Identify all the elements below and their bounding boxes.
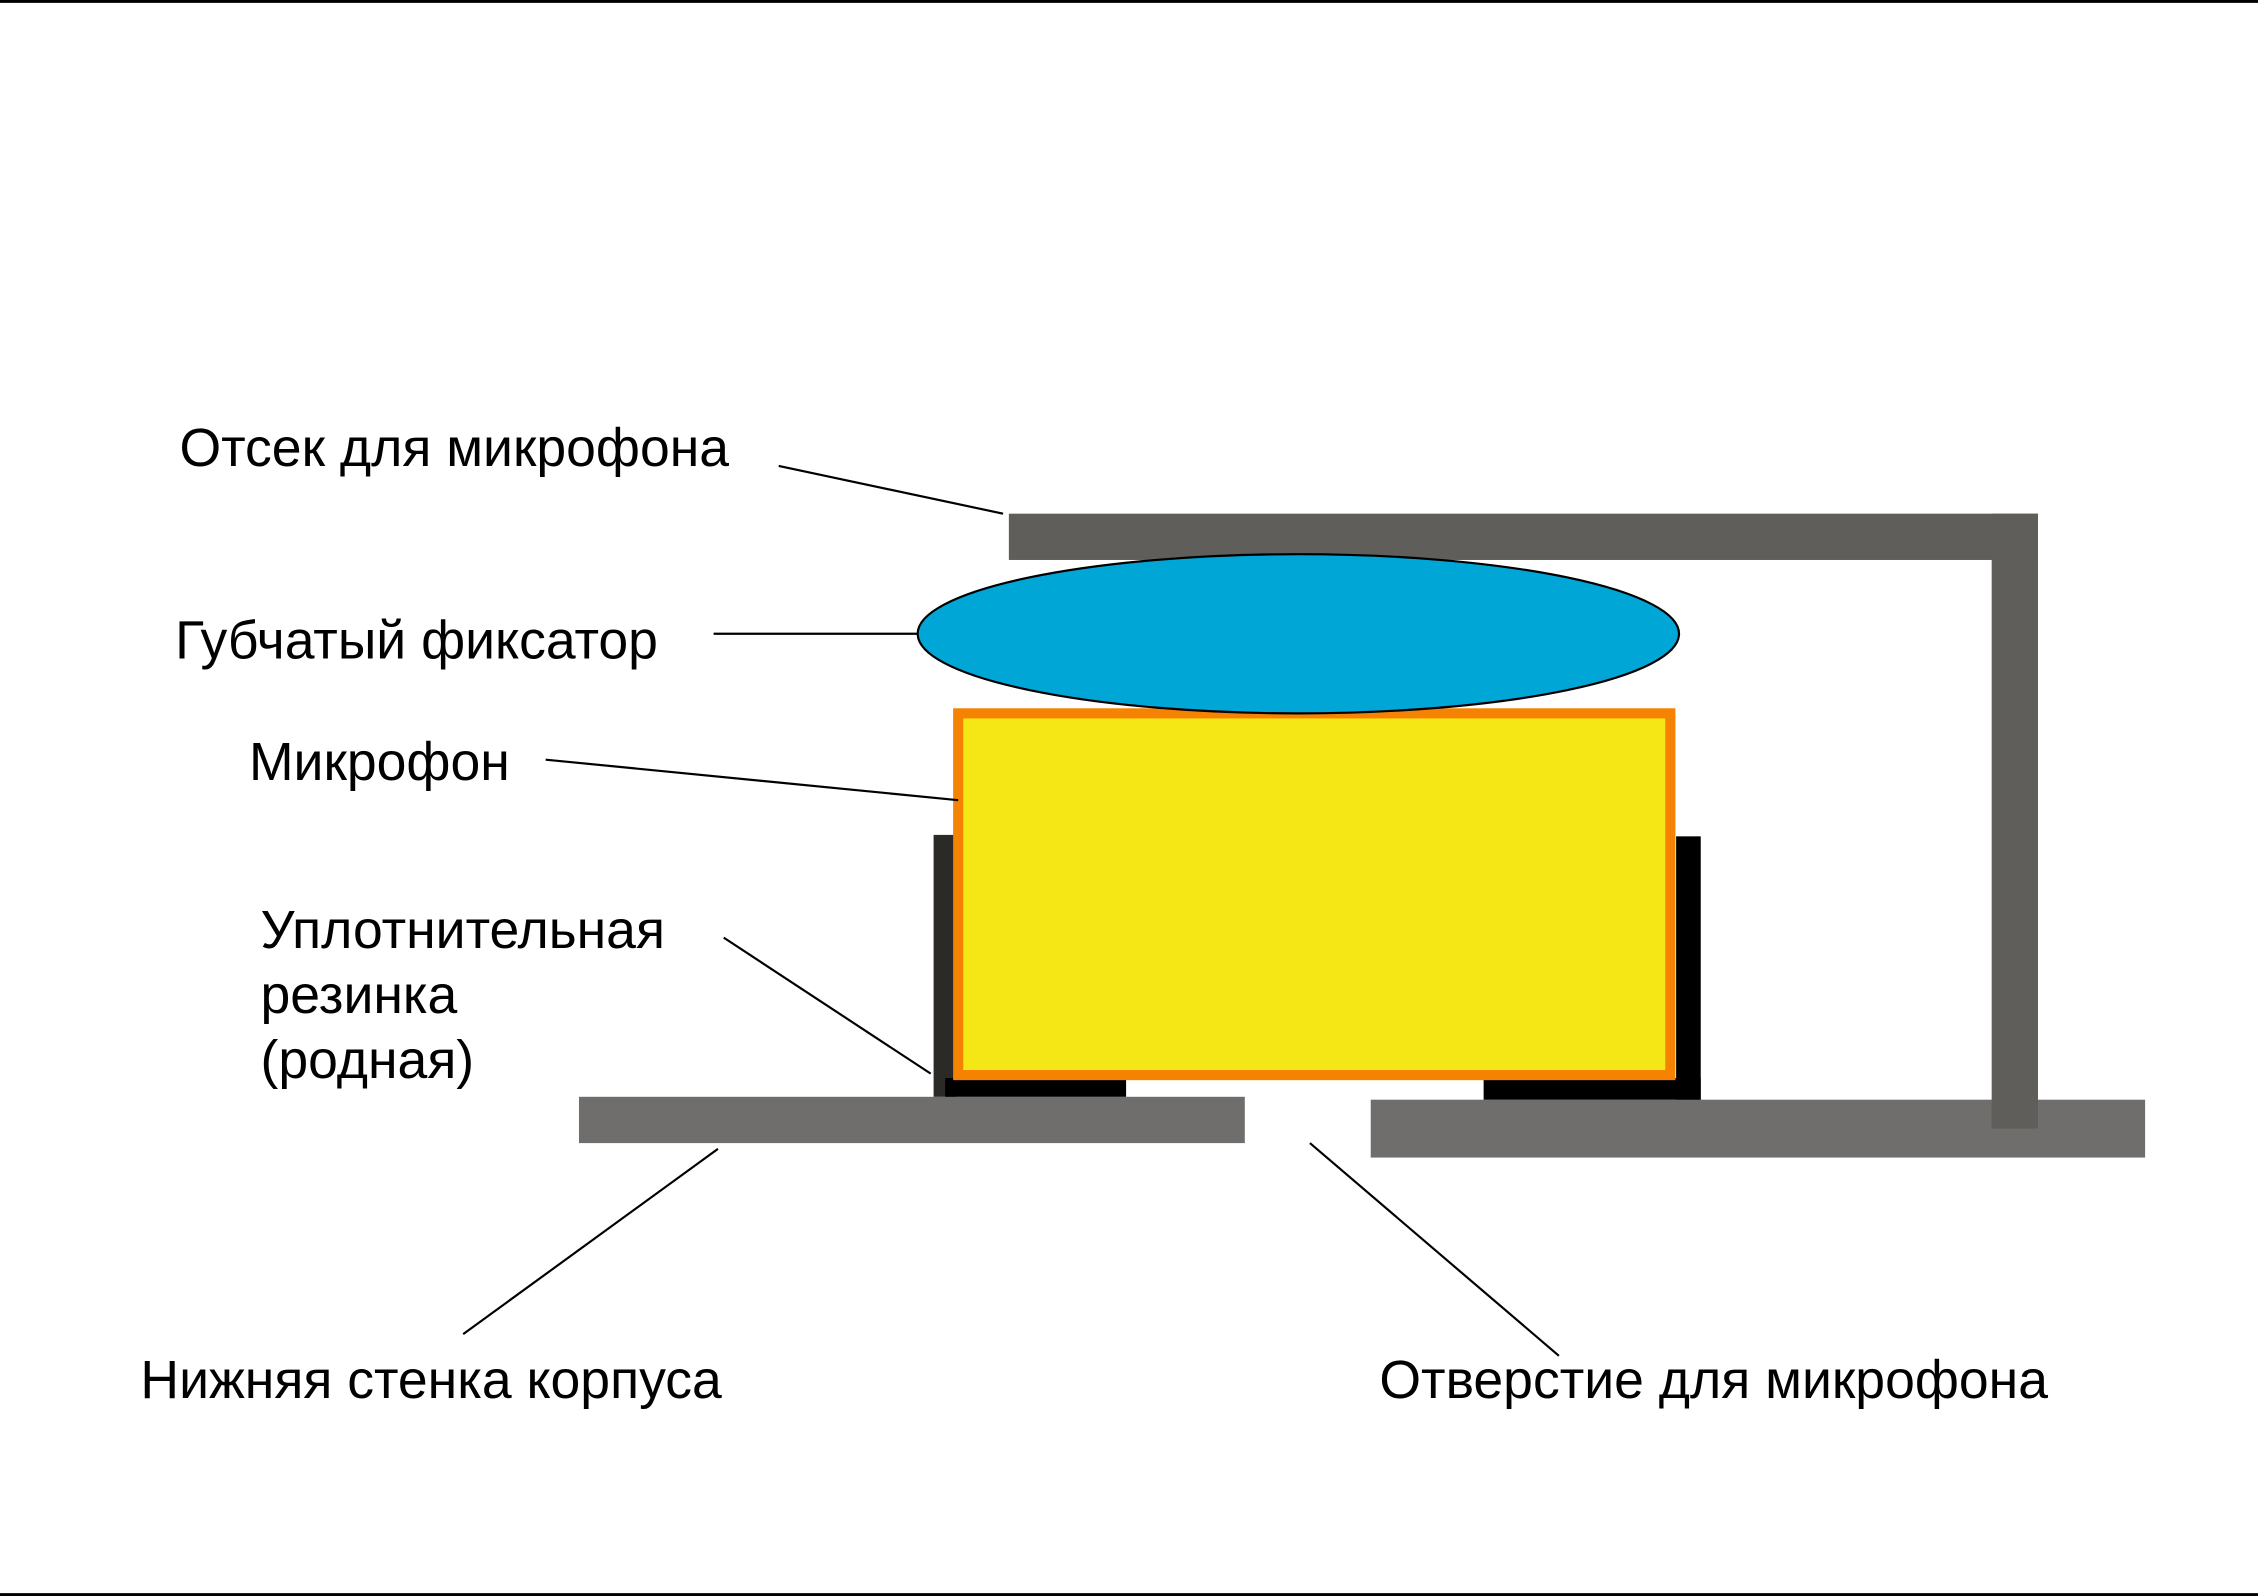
compartment-top-bar xyxy=(1008,513,2038,560)
label-seal-line2: резинка xyxy=(261,966,458,1025)
label-seal-line3: (родная) xyxy=(261,1031,475,1090)
seal-right-foot xyxy=(1483,1077,1701,1100)
label-sponge: Губчатый фиксатор xyxy=(175,611,658,670)
seal-left-vertical xyxy=(933,834,956,1097)
compartment-side-bar xyxy=(1991,513,2038,1129)
leader-compartment xyxy=(778,464,1004,515)
leader-hole xyxy=(1309,1142,1560,1357)
sponge-holder xyxy=(916,553,1681,715)
leader-bottom-wall xyxy=(462,1148,719,1335)
compartment-side-bar-overlap xyxy=(1991,1099,2038,1129)
bottom-wall-left xyxy=(578,1096,1245,1144)
seal-right-vertical xyxy=(1676,836,1701,1100)
label-microphone: Микрофон xyxy=(249,733,510,792)
label-hole: Отверстие для микрофона xyxy=(1379,1351,2048,1410)
seal-left-foot xyxy=(945,1077,1127,1097)
leader-seal xyxy=(723,936,932,1075)
leader-microphone xyxy=(545,758,959,802)
label-seal-line1: Уплотнительная xyxy=(261,901,665,960)
label-compartment: Отсек для микрофона xyxy=(179,419,729,478)
label-bottom-wall: Нижняя стенка корпуса xyxy=(140,1351,722,1410)
microphone-body xyxy=(953,708,1676,1081)
